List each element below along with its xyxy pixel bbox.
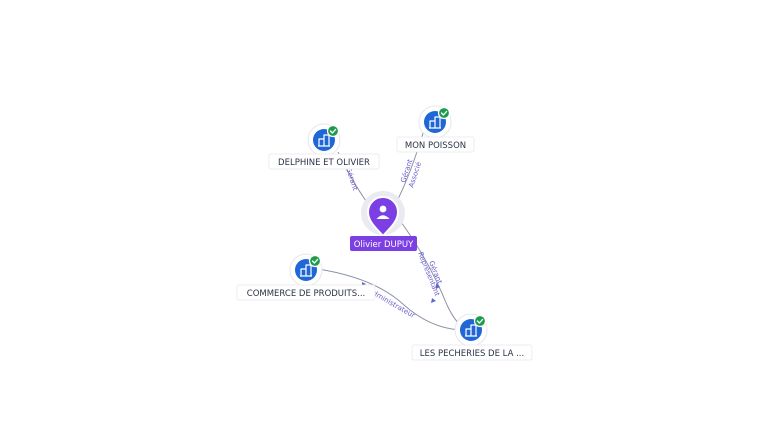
company-node-mon-poisson[interactable]: MON POISSON: [396, 105, 475, 153]
node-label-box: [411, 344, 533, 361]
company-node-commerce[interactable]: COMMERCE DE PRODUITS...: [236, 253, 376, 301]
building-icon: [429, 116, 441, 129]
building-icon: [318, 134, 330, 147]
company-label: LES PECHERIES DE LA ...: [420, 349, 524, 359]
company-node-pecheries[interactable]: LES PECHERIES DE LA ...: [411, 313, 533, 361]
node-label-box: [268, 153, 380, 170]
verified-check-icon: [308, 254, 322, 268]
edge-label-gerant-delphine: Gérant: [344, 166, 359, 192]
verified-check-icon: [473, 314, 487, 328]
edge-arrow: [431, 298, 436, 303]
company-label: MON POISSON: [405, 141, 466, 151]
edge-arrow: [436, 283, 440, 289]
edge-commerce-pecheries[interactable]: [317, 268, 461, 331]
person-node[interactable]: Olivier DUPUY: [350, 191, 417, 251]
verified-check-icon: [437, 106, 451, 120]
company-label: DELPHINE ET OLIVIER: [278, 158, 370, 168]
person-icon: [376, 205, 390, 219]
company-node-delphine[interactable]: DELPHINE ET OLIVIER: [268, 123, 380, 170]
building-icon: [300, 264, 312, 277]
verified-check-icon: [326, 124, 340, 138]
node-label-box: [236, 284, 376, 301]
person-label-box: [350, 236, 417, 251]
building-icon: [465, 324, 477, 337]
company-label: COMMERCE DE PRODUITS...: [247, 289, 365, 299]
person-name: Olivier DUPUY: [354, 240, 414, 250]
node-label-box: [396, 136, 475, 153]
